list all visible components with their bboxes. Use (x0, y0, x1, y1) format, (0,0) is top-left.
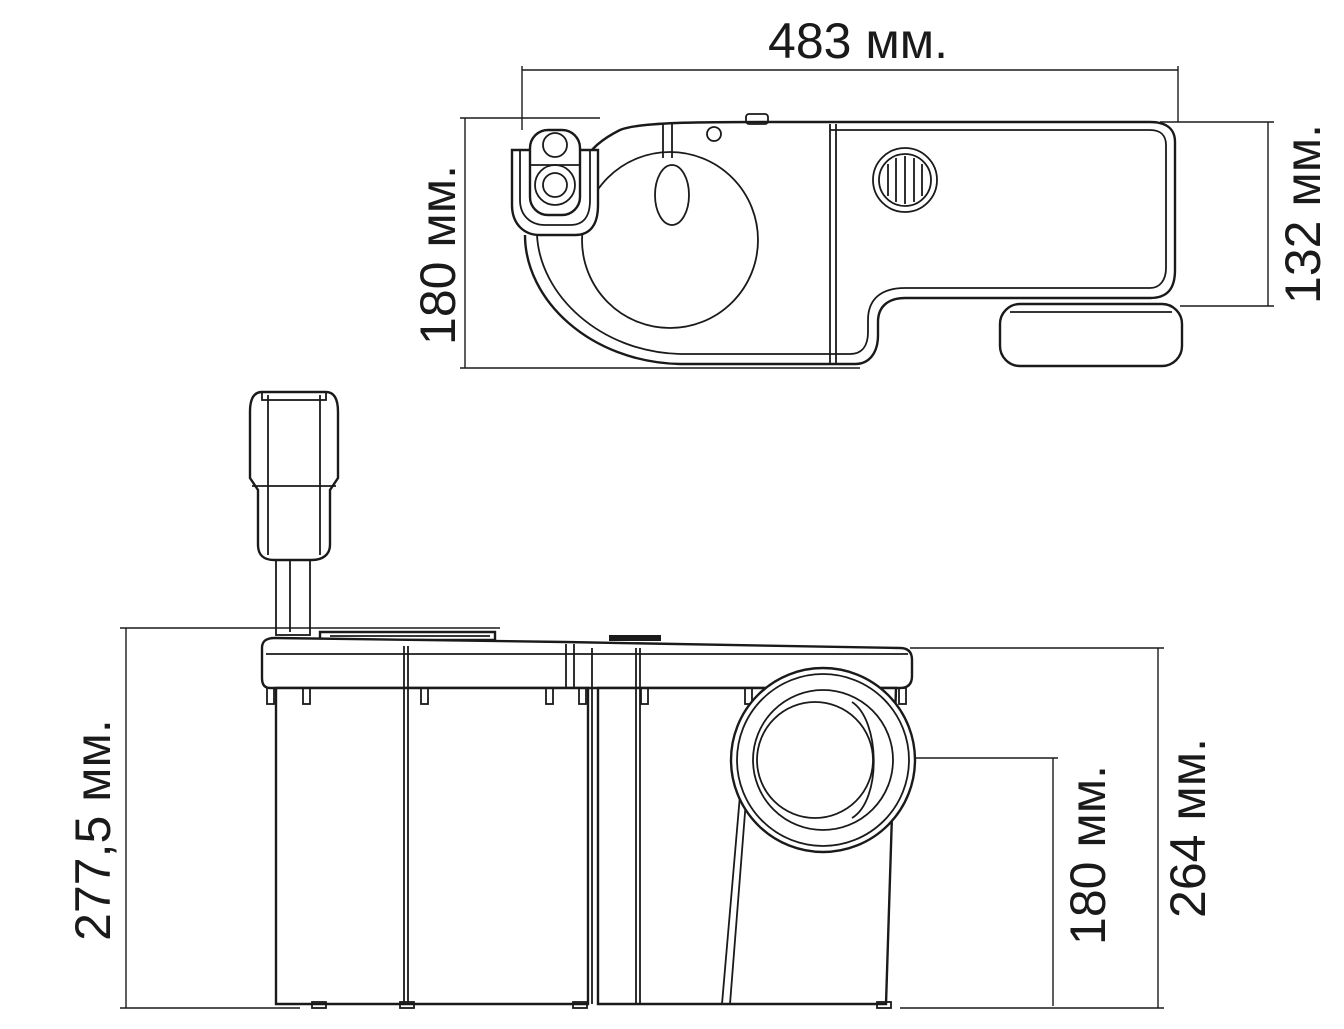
cover-pins (266, 687, 907, 705)
total-height-dimension: 277,5 мм. (65, 627, 500, 1009)
left-tank (274, 686, 590, 1006)
total-height-label: 277,5 мм. (65, 719, 121, 941)
front-view: 277,5 мм. 180 мм. 264 мм. (65, 390, 1216, 1009)
handle (248, 390, 340, 636)
disc-oval (654, 164, 690, 226)
depth-label: 180 мм. (410, 165, 466, 345)
depth-dimension: 180 мм. (410, 117, 860, 369)
side-foot (998, 302, 1184, 368)
motor-disc (581, 151, 759, 329)
width-dimension: 483 мм. (521, 13, 1179, 130)
vent-icon (872, 147, 938, 213)
top-cover (260, 636, 914, 690)
body-height-label: 264 мм. (1160, 738, 1216, 918)
feet (311, 1001, 892, 1009)
width-label: 483 мм. (768, 13, 948, 69)
side-depth-label: 132 мм. (1275, 124, 1331, 304)
inlet-clamp (510, 128, 600, 237)
body-height-dimension: 264 мм. (900, 647, 1216, 1009)
top-button (745, 113, 769, 125)
outlet-pipe (721, 666, 917, 1005)
outlet-height-label: 180 мм. (1060, 765, 1116, 945)
side-depth-dimension: 132 мм. (1160, 121, 1331, 307)
top-view: 483 мм. 180 мм. 132 мм. (410, 13, 1331, 369)
gear-strip (609, 635, 661, 641)
